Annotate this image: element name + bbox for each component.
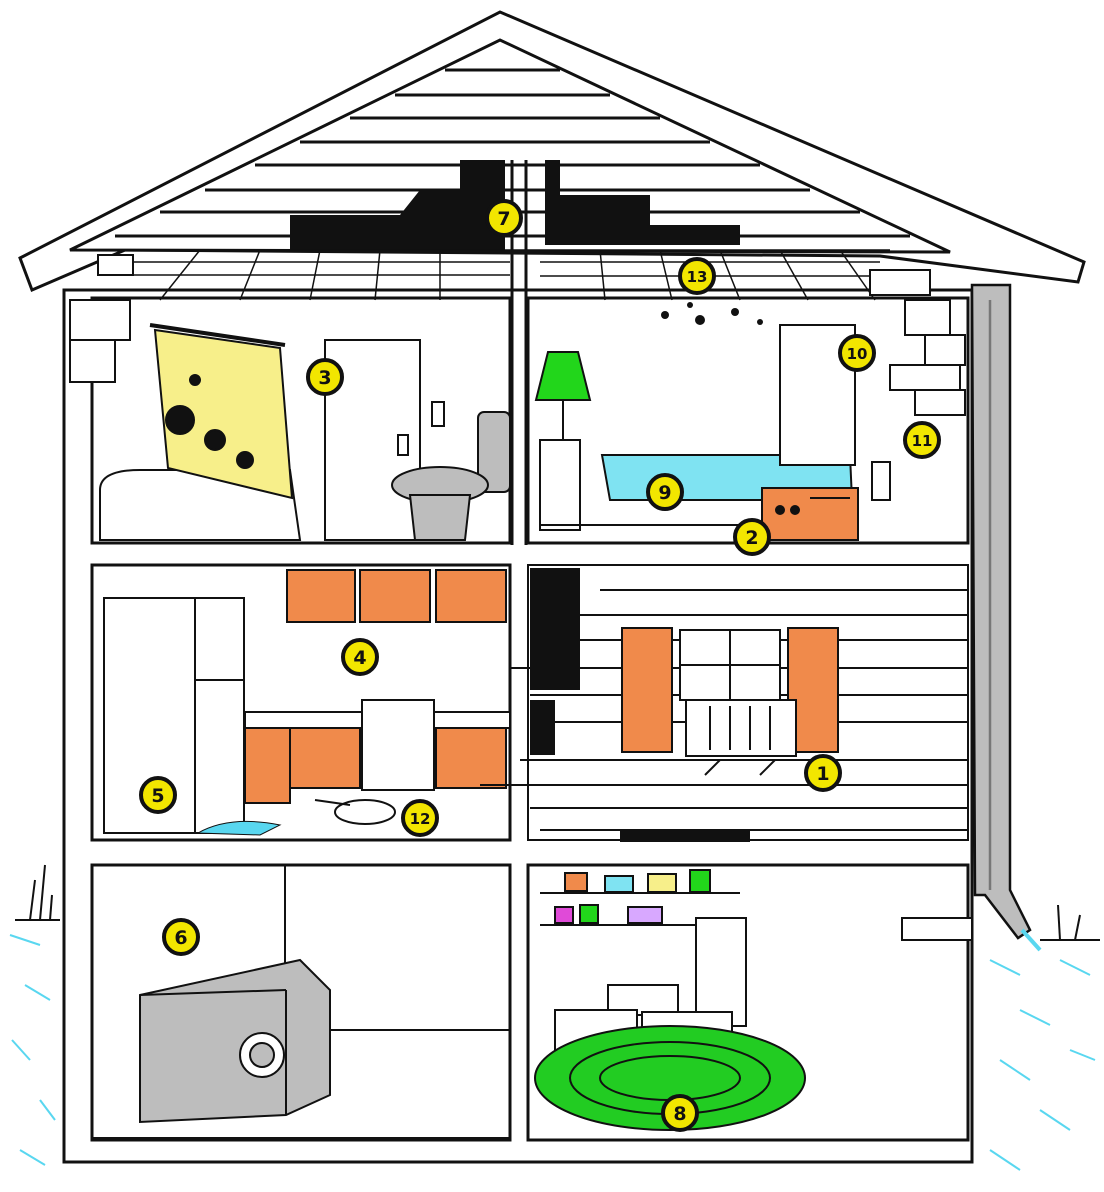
marker-number: 13: [687, 268, 708, 286]
roof: [20, 12, 1084, 290]
marker-number: 10: [847, 345, 868, 363]
attic-ceiling: [110, 250, 890, 300]
marker-4: 4: [343, 640, 377, 674]
marker-12: 12: [403, 801, 437, 835]
window-well: [902, 918, 972, 940]
marker-number: 4: [353, 647, 366, 669]
upper-cabinets: [287, 570, 506, 622]
downspout-water: [1022, 930, 1040, 950]
marker-10: 10: [840, 336, 874, 370]
marker-number: 1: [816, 763, 829, 785]
marker-11: 11: [905, 423, 939, 457]
marker-5: 5: [141, 778, 175, 812]
marker-number: 7: [497, 208, 510, 230]
space-heater: [762, 488, 858, 540]
marker-8: 8: [663, 1096, 697, 1130]
marker-3: 3: [308, 360, 342, 394]
marker-number: 11: [912, 432, 933, 450]
ceiling-mold: [661, 302, 763, 325]
wall-outlet: [872, 462, 890, 500]
marker-number: 9: [658, 482, 671, 504]
storage-shelves: [540, 870, 740, 925]
washer-dryer: [140, 960, 330, 1122]
marker-2: 2: [735, 520, 769, 554]
light-switch: [432, 402, 444, 426]
marker-7: 7: [487, 201, 521, 235]
marker-13: 13: [680, 259, 714, 293]
stove-and-counter: [245, 700, 510, 803]
marker-number: 3: [318, 367, 331, 389]
marker-number: 5: [151, 785, 164, 807]
marker-number: 6: [174, 927, 187, 949]
marker-9: 9: [648, 475, 682, 509]
pests-on-floor: [315, 800, 395, 824]
marker-6: 6: [164, 920, 198, 954]
marker-1: 1: [806, 756, 840, 790]
marker-number: 2: [745, 527, 758, 549]
marker-number: 8: [673, 1103, 686, 1125]
downspout: [972, 285, 1030, 938]
marker-number: 12: [410, 810, 431, 828]
